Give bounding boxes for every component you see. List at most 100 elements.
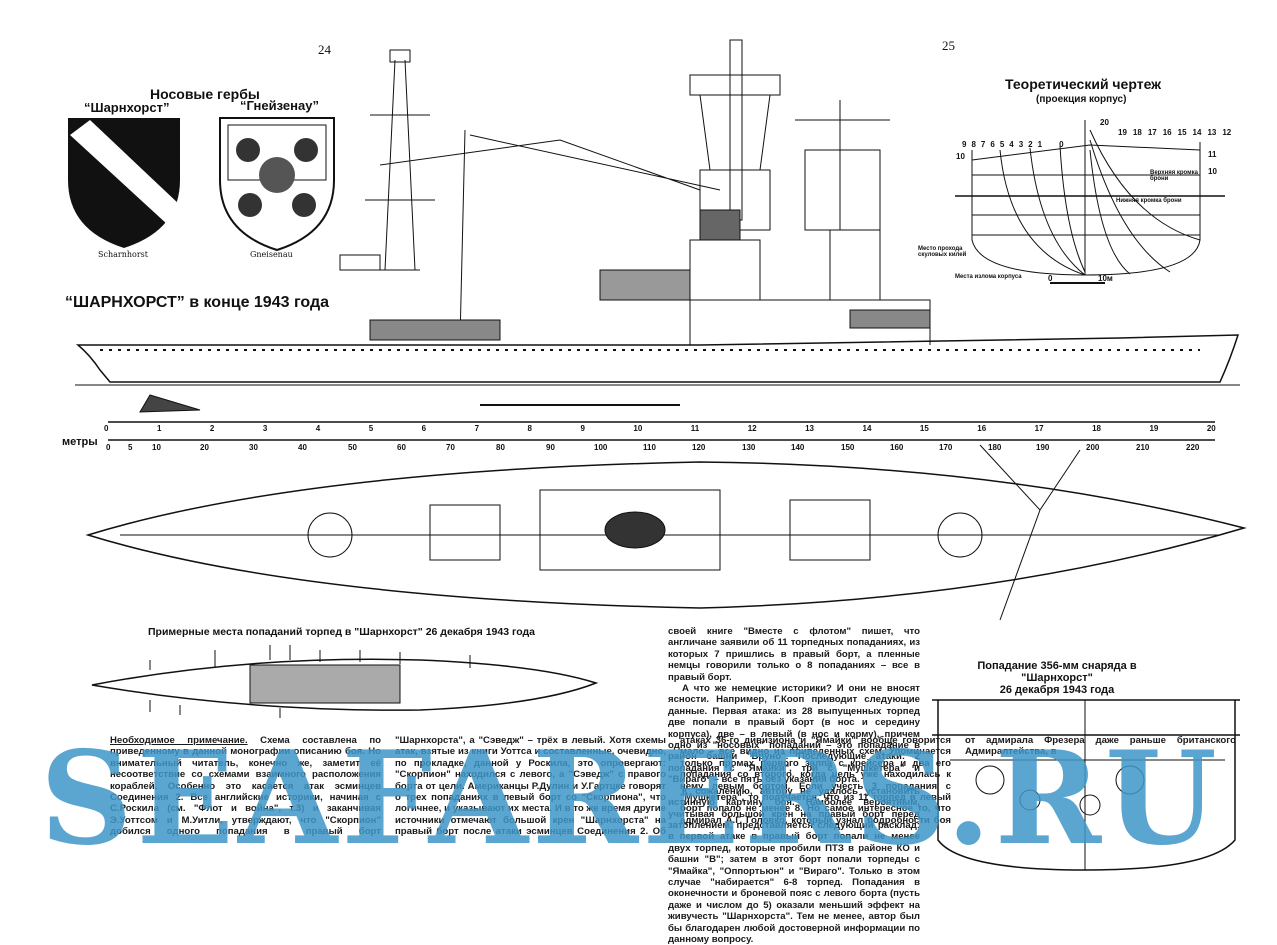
meters-label: метры	[62, 436, 98, 448]
frame-label: 17	[1147, 128, 1157, 137]
frame-tick: 2	[209, 424, 215, 433]
meter-tick: 120	[692, 443, 706, 452]
frame-label: 19	[1118, 128, 1127, 137]
frame-label: 4	[1009, 140, 1014, 149]
frame-tick: 0	[104, 424, 109, 433]
meter-tick: 40	[298, 443, 307, 452]
waterline-label: 11	[1208, 150, 1217, 159]
frame-tick: 5	[368, 424, 374, 433]
meter-tick: 190	[1036, 443, 1050, 452]
torpedo-caption: Примерные места попаданий торпед в "Шарн…	[148, 626, 535, 638]
frame-tick: 13	[805, 424, 815, 433]
frame-label: 3	[1018, 140, 1024, 149]
meter-tick: 90	[546, 443, 555, 452]
frame-tick: 7	[474, 424, 480, 433]
gneisenau-caption: Gneisenau	[250, 250, 293, 259]
upper-armor-label: Верхняя кромка брони	[1150, 170, 1198, 182]
meter-tick: 70	[446, 443, 455, 452]
waterline-label: 10	[956, 152, 965, 161]
meter-tick: 100	[594, 443, 608, 452]
meter-tick: 210	[1136, 443, 1150, 452]
frame-tick: 4	[315, 424, 321, 433]
frame-tick: 1	[156, 424, 162, 433]
meter-tick: 20	[200, 443, 209, 452]
meter-tick: 5	[128, 443, 133, 452]
torpedo-hits-plan	[91, 645, 599, 718]
body-plan-title: Теоретический чертеж	[1005, 76, 1162, 92]
meter-tick: 130	[742, 443, 756, 452]
page-number-right: 25	[942, 38, 955, 53]
meter-tick: 110	[643, 443, 656, 452]
shell-caption: Попадание 356-мм снаряда в "Шарнхорст" 2…	[962, 660, 1152, 696]
waterline-label: 10	[1208, 167, 1217, 176]
tower-drawing	[689, 39, 890, 231]
bilge-keel-label: Место прохода скуловых килей	[918, 246, 967, 258]
frame-label: 8	[971, 140, 976, 149]
frame-tick: 20	[1206, 424, 1216, 433]
lower-armor-label: Нижняя кромка брони	[1116, 198, 1182, 204]
hull-break-label: Места излома корпуса	[955, 274, 1022, 280]
frame-label: 7	[980, 140, 986, 149]
frame-label: 13	[1207, 128, 1217, 137]
article-text-left: Необходимое примечание. Схема составлена…	[110, 735, 1236, 845]
scharnhorst-shield	[68, 118, 180, 248]
mast-drawing-left	[339, 49, 435, 271]
frame-label: 9	[962, 140, 967, 149]
ship-profile	[75, 129, 1240, 413]
frame-tick: 14	[862, 424, 872, 433]
frame-label: 14	[1192, 128, 1202, 137]
meter-tick: 170	[939, 443, 953, 452]
frame-label: 5	[999, 140, 1005, 149]
frame-tick: 8	[527, 424, 532, 433]
frame-tick: 3	[262, 424, 268, 433]
paragraph: А что же немецкие историки? И они не вно…	[668, 683, 920, 786]
gneisenau-shield	[219, 117, 335, 252]
scharnhorst-caption: Scharnhorst	[98, 250, 148, 259]
frame-tick: 15	[919, 424, 929, 433]
frame-label: 18	[1132, 128, 1142, 137]
frame-tick: 9	[580, 424, 585, 433]
frame-tick: 18	[1092, 424, 1101, 433]
paragraph: своей книге "Вместе с флотом" пишет, что…	[668, 626, 920, 683]
frame-label: 0	[1059, 140, 1064, 149]
frame-label: 6	[990, 140, 995, 149]
meter-tick: 10	[152, 443, 161, 452]
watermark-logo: SEAFARERS.RU	[40, 724, 1221, 874]
frame-tick: 10	[633, 424, 643, 433]
note-lead: Необходимое примечание.	[110, 735, 248, 746]
meter-tick: 200	[1086, 443, 1100, 452]
body-plan-drawing	[955, 120, 1225, 284]
coats-title: Носовые гербы	[150, 86, 260, 102]
profile-title: “ШАРНХОРСТ” в конце 1943 года	[65, 294, 330, 311]
page-number-left: 24	[318, 42, 331, 57]
meter-tick: 150	[841, 443, 855, 452]
meter-tick: 60	[397, 443, 406, 452]
frame-tick: 16	[977, 424, 987, 433]
frame-tick: 12	[747, 424, 757, 433]
frame-label: 16	[1162, 128, 1172, 137]
meter-tick: 220	[1186, 443, 1200, 452]
note-text: Схема составлена по приведенному в данно…	[110, 735, 1236, 838]
scharnhorst-arms-label: “Шарнхорст”	[84, 100, 170, 115]
ship-plan-view	[85, 444, 1247, 621]
meter-tick: 180	[988, 443, 1002, 452]
frame-tick: 6	[421, 424, 427, 433]
shell-caption-line1: Попадание 356-мм снаряда в "Шарнхорст"	[977, 660, 1137, 684]
meter-tick: 80	[496, 443, 505, 452]
drawings	[68, 39, 1247, 871]
frame-label: 2	[1028, 140, 1033, 149]
gneisenau-arms-label: “Гнейзенау”	[240, 98, 319, 113]
meter-scale: 0 5 10 20 30 40 50 60 70 80 90 100 110 1…	[106, 443, 1216, 455]
meter-tick: 50	[348, 443, 357, 452]
frame-tick: 17	[1034, 424, 1044, 433]
meter-tick: 30	[249, 443, 258, 452]
shell-hit-section	[932, 699, 1240, 871]
frame-label: 20	[1100, 118, 1109, 127]
scale-end: 10м	[1098, 274, 1113, 283]
shell-caption-line2: 26 декабря 1943 года	[999, 684, 1115, 696]
meter-tick: 0	[106, 443, 111, 452]
frame-label: 12	[1222, 128, 1232, 137]
